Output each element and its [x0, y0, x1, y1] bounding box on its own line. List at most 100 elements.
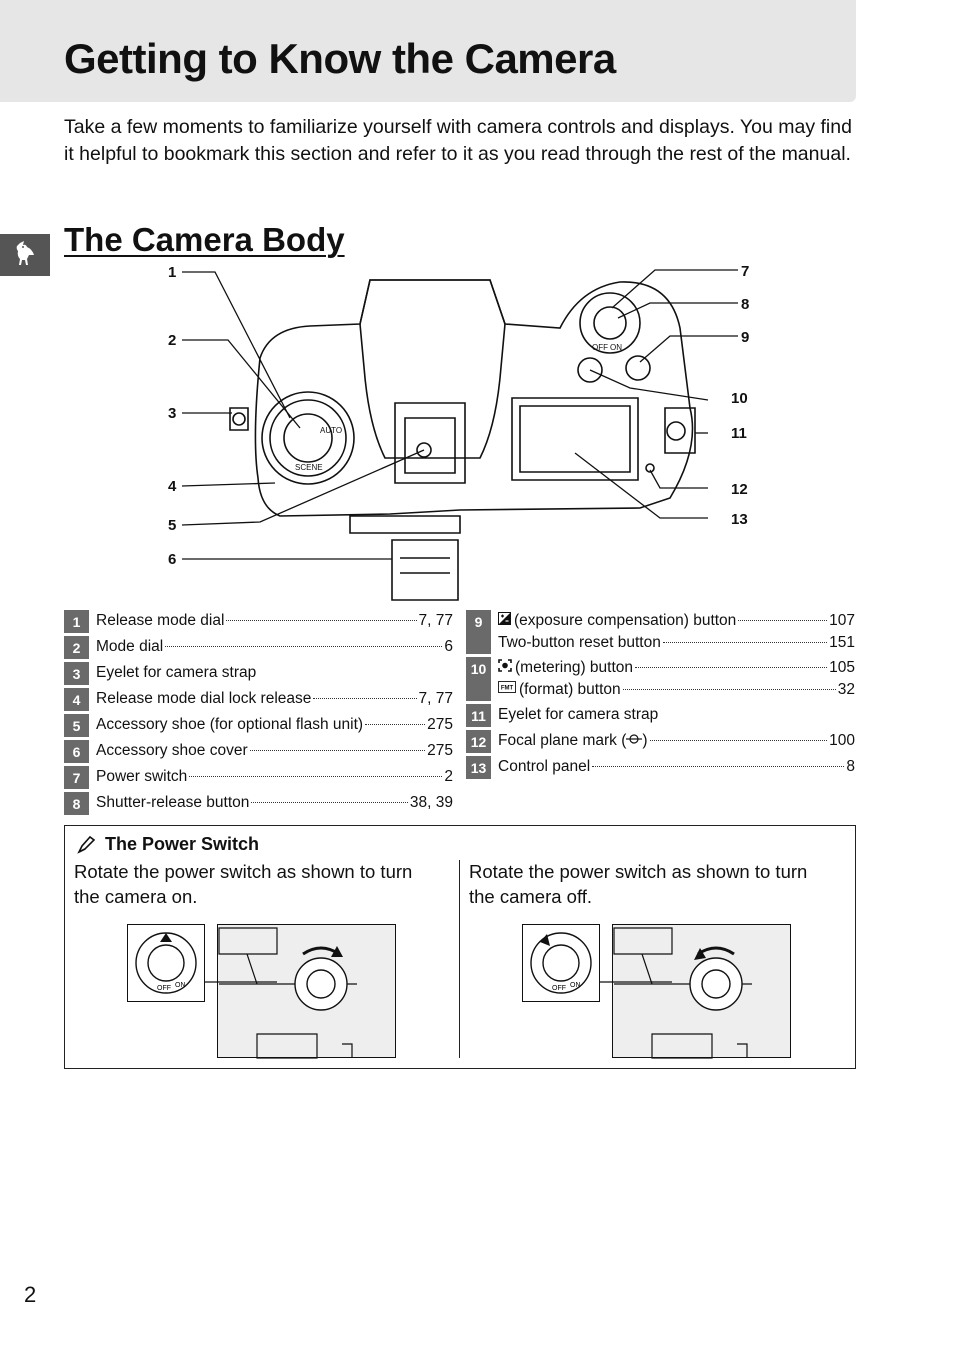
power-on-figure: OFF ON [127, 924, 396, 1059]
note-heading: The Power Switch [75, 834, 259, 855]
item-page: 7, 77 [418, 612, 453, 629]
callout-4: 4 [168, 478, 177, 495]
callout-3: 3 [168, 405, 176, 422]
item-page: 32 [837, 681, 855, 698]
item-number: 5 [64, 714, 89, 737]
item-number: 1 [64, 610, 89, 633]
list-item: 6 Accessory shoe cover 275 [64, 740, 453, 763]
list-item: 11 Eyelet for camera strap [466, 704, 855, 727]
callout-13: 13 [731, 511, 748, 528]
note-title: The Power Switch [105, 834, 260, 854]
item-number: 2 [64, 636, 89, 659]
callout-6: 6 [168, 551, 176, 568]
page-title: Getting to Know the Camera [64, 35, 616, 82]
callout-numbers: 1 2 3 4 5 6 7 8 9 10 11 12 13 [168, 263, 749, 568]
item-label: Eyelet for camera strap [96, 664, 257, 681]
item-page: 100 [829, 732, 855, 749]
list-item: 7 Power switch 2 [64, 766, 453, 789]
item-number: 11 [466, 704, 491, 727]
item-label: Shutter-release button [96, 794, 250, 811]
item-page: 275 [427, 716, 453, 733]
switch-label-off: OFF [592, 343, 608, 352]
callout-12: 12 [731, 481, 748, 498]
leader-lines [181, 269, 738, 560]
metering-icon [498, 657, 512, 679]
item-page: 2 [444, 768, 453, 785]
dial-label-auto: AUTO [320, 426, 342, 435]
item-number: 7 [64, 766, 89, 789]
callout-5: 5 [168, 517, 176, 534]
item-page: 6 [444, 638, 453, 655]
item-number: 4 [64, 688, 89, 711]
item-number: 3 [64, 662, 89, 685]
item-label: Eyelet for camera strap [498, 706, 659, 723]
list-item: 2 Mode dial 6 [64, 636, 453, 659]
svg-text:FMT: FMT [501, 686, 514, 692]
list-item: 12 Focal plane mark ()100 [466, 730, 855, 753]
item-number: 13 [466, 756, 491, 779]
item-page: 107 [829, 612, 855, 629]
item-number: 10 [466, 657, 491, 701]
page-number: 2 [24, 1282, 37, 1307]
item-label: Mode dial [96, 638, 164, 655]
note-divider [459, 860, 460, 1058]
exposure-compensation-icon [498, 610, 511, 632]
callout-8: 8 [741, 296, 749, 313]
callout-9: 9 [741, 329, 749, 346]
item-page: 105 [829, 659, 855, 676]
section-title: The Camera Body [64, 221, 345, 258]
camera-body-diagram: SCENE AUTO OFF ON 1 2 3 4 5 6 7 8 9 10 1… [168, 263, 749, 601]
callout-7: 7 [741, 263, 749, 280]
list-item: 1 Release mode dial 7, 77 [64, 610, 453, 633]
item-number: 9 [466, 610, 491, 654]
list-item: 4 Release mode dial lock release 7, 77 [64, 688, 453, 711]
power-switch-note: The Power Switch Rotate the power switch… [64, 825, 856, 1069]
intro-paragraph: Take a few moments to familiarize yourse… [64, 116, 852, 165]
title-band [0, 0, 856, 102]
note-text-on: Rotate the power switch as shown to turn… [74, 861, 413, 907]
note-text-off: Rotate the power switch as shown to turn… [469, 861, 808, 907]
focal-plane-mark-icon [626, 730, 643, 752]
item-label-after: ) [642, 732, 648, 749]
item-label: (metering) button [515, 659, 634, 676]
item-label: Two-button reset button [498, 634, 661, 651]
list-item: 9 (exposure compensation) button 107 Two-… [466, 610, 855, 654]
callout-2: 2 [168, 332, 176, 349]
item-label: Focal plane mark ( [498, 732, 627, 749]
fig2-label-off: OFF [552, 985, 566, 992]
parts-list-right: 9 (exposure compensation) button 107 Two-… [466, 610, 855, 782]
item-page: 7, 77 [418, 690, 453, 707]
camera-outline [229, 279, 696, 601]
switch-label-on: ON [610, 343, 622, 352]
fig1-label-on: ON [175, 982, 186, 989]
item-page: 275 [427, 742, 453, 759]
item-number: 6 [64, 740, 89, 763]
item-number: 8 [64, 792, 89, 815]
item-label: Release mode dial lock release [96, 690, 312, 707]
item-label: Accessory shoe (for optional flash unit) [96, 716, 364, 733]
callout-11: 11 [731, 425, 747, 442]
callout-1: 1 [168, 264, 176, 281]
format-icon: FMT [498, 679, 516, 701]
item-label: Accessory shoe cover [96, 742, 248, 759]
fig1-label-off: OFF [157, 985, 171, 992]
parts-list-left: 1 Release mode dial 7, 77 2 Mode dial 6 3 Eye… [64, 610, 453, 818]
section-tab [0, 234, 50, 276]
callout-10: 10 [731, 390, 748, 407]
fig2-label-on: ON [570, 982, 581, 989]
pencil-note-icon [75, 835, 97, 855]
item-label: Release mode dial [96, 612, 225, 629]
item-label: (format) button [519, 681, 621, 698]
list-item: 10 (metering) button 105 FMT (format) butt… [466, 657, 855, 701]
list-item: 3 Eyelet for camera strap [64, 662, 453, 685]
bird-icon [12, 239, 38, 272]
list-item: 5 Accessory shoe (for optional flash unit… [64, 714, 453, 737]
power-off-figure: OFF ON [522, 924, 791, 1059]
item-page: 151 [829, 634, 855, 651]
item-page: 8 [846, 758, 855, 775]
item-label: (exposure compensation) button [514, 612, 737, 629]
item-label: Power switch [96, 768, 188, 785]
dial-text: SCENE AUTO OFF ON [295, 343, 622, 472]
